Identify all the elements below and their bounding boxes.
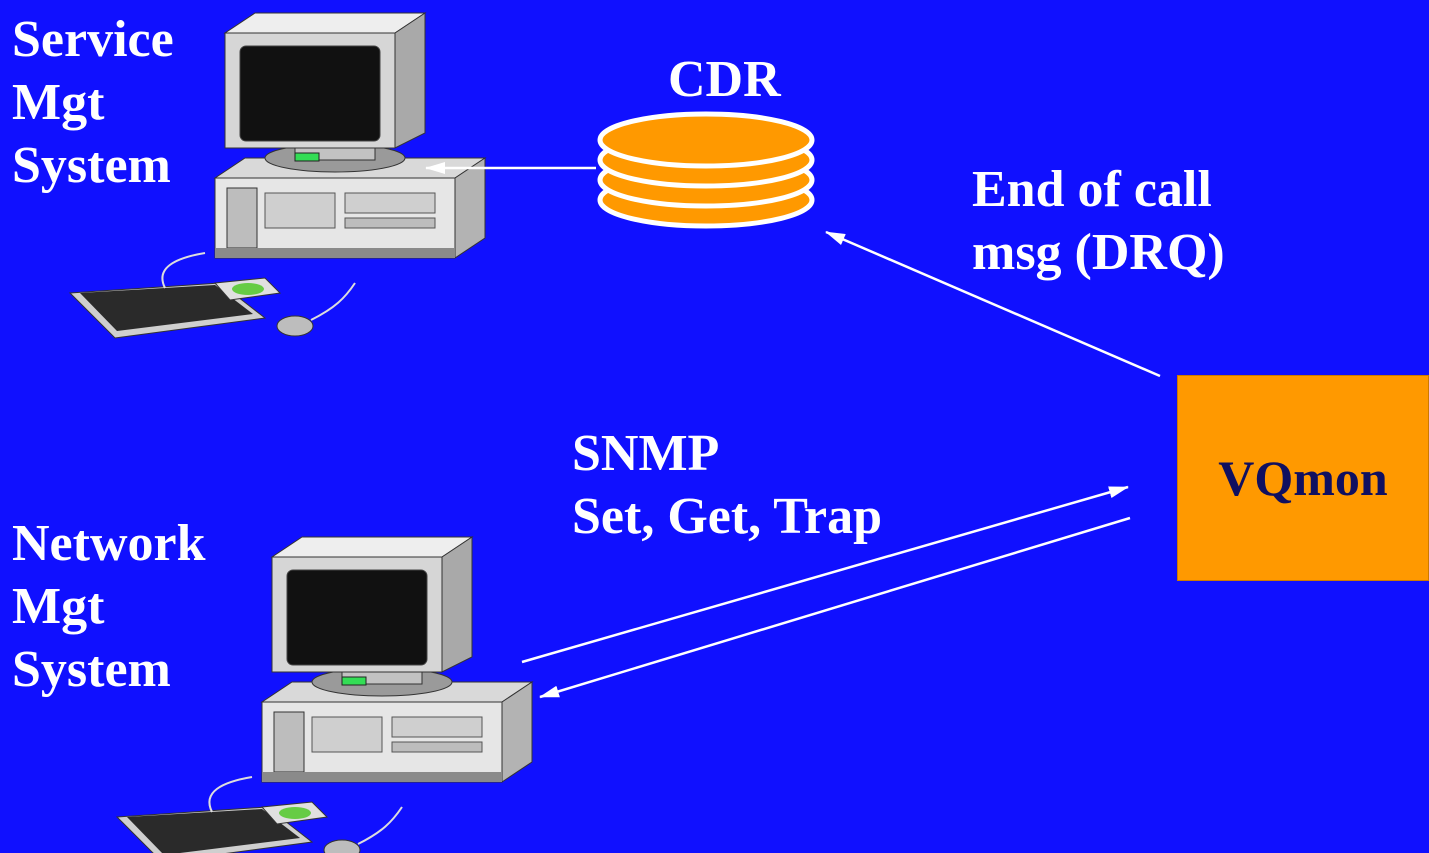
nms-to-vqmon-arrow: [521, 485, 1129, 664]
end-of-call-line-1: End of call: [972, 161, 1212, 218]
cdr-database-icon: [597, 111, 815, 229]
vqmon-to-nms-arrow: [539, 516, 1131, 699]
service-mgt-line-2: Mgt: [12, 74, 105, 131]
snmp-line-2: Set, Get, Trap: [572, 488, 883, 545]
service-mgt-line-1: Service: [12, 11, 174, 68]
cdr-label-text: CDR: [668, 51, 781, 108]
network-mgt-system-label: Network Mgt System: [12, 512, 206, 701]
service-mgt-system-label: Service Mgt System: [12, 8, 174, 197]
cdr-label: CDR: [668, 48, 781, 111]
vqmon-label: VQmon: [1218, 450, 1388, 506]
service-mgt-line-3: System: [12, 137, 171, 194]
network-mgt-line-2: Mgt: [12, 578, 105, 635]
vqmon-box: VQmon: [1177, 375, 1429, 581]
end-of-call-label: End of call msg (DRQ): [972, 158, 1225, 284]
network-mgt-line-3: System: [12, 641, 171, 698]
vqmon-to-cdr-arrow: [825, 230, 1161, 378]
end-of-call-line-2: msg (DRQ): [972, 224, 1225, 281]
snmp-label: SNMP Set, Get, Trap: [572, 422, 882, 548]
network-mgt-line-1: Network: [12, 515, 206, 572]
snmp-line-1: SNMP: [572, 425, 720, 482]
